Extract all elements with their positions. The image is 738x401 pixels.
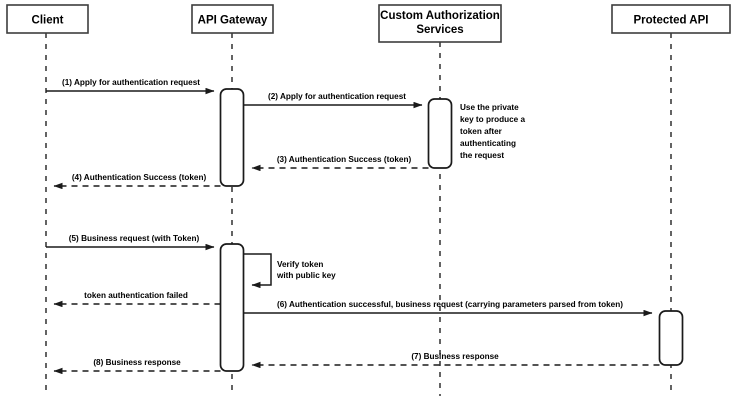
- participant-label-protected-api: Protected API: [634, 15, 709, 27]
- message-3-label: (3) Authentication Success (token): [277, 155, 412, 164]
- message-1[interactable]: (1) Apply for authentication request: [46, 78, 215, 95]
- message-5-label: (5) Business request (with Token): [69, 234, 200, 243]
- participant-box-api-gateway[interactable]: [191, 4, 274, 34]
- message-self-verify-token[interactable]: Verify token with public key: [243, 253, 337, 289]
- participant-client[interactable]: Client: [6, 4, 89, 34]
- message-token-authentication-failed-label: token authentication failed: [84, 291, 188, 300]
- private-key-note-line-3: token after: [460, 127, 503, 136]
- participant-box-custom-authorization-services[interactable]: [378, 4, 502, 43]
- participant-label-api-gateway: API Gateway: [198, 15, 268, 27]
- private-key-note-line-1: Use the private: [460, 103, 519, 112]
- activation-bar-api-gateway-business: [219, 243, 245, 372]
- message-4-label: (4) Authentication Success (token): [72, 173, 207, 182]
- message-4[interactable]: (4) Authentication Success (token): [53, 173, 221, 190]
- message-5[interactable]: (5) Business request (with Token): [46, 234, 215, 251]
- private-key-note: Use the private key to produce a token a…: [460, 103, 526, 160]
- activation-bar-custom-authorization-services: [427, 98, 453, 169]
- message-self-verify-token-arrow: [243, 253, 272, 289]
- message-token-authentication-failed[interactable]: token authentication failed: [53, 291, 221, 308]
- participant-label-custom-authorization-services-line1: Custom Authorization: [380, 10, 500, 22]
- lifelines-group: [45, 33, 672, 396]
- participant-box-client[interactable]: [6, 4, 89, 34]
- activation-bar-protected-api: [658, 310, 684, 366]
- participant-protected-api[interactable]: Protected API: [611, 4, 731, 34]
- message-7-label: (7) Business response: [411, 352, 499, 361]
- message-6-label: (6) Authentication successful, business …: [277, 300, 623, 309]
- participant-label-client: Client: [32, 15, 64, 27]
- message-8[interactable]: (8) Business response: [53, 358, 221, 375]
- participant-box-protected-api[interactable]: [611, 4, 731, 34]
- private-key-note-line-5: the request: [460, 151, 504, 160]
- private-key-note-line-4: authenticating: [460, 139, 516, 148]
- activation-bars-group: [219, 88, 684, 372]
- message-1-label: (1) Apply for authentication request: [62, 78, 200, 87]
- message-6[interactable]: (6) Authentication successful, business …: [243, 300, 653, 317]
- message-3[interactable]: (3) Authentication Success (token): [251, 155, 429, 172]
- private-key-note-line-2: key to produce a: [460, 115, 526, 124]
- message-self-verify-token-label-line1: Verify token: [277, 260, 323, 269]
- message-self-verify-token-label-line2: with public key: [276, 271, 336, 280]
- participant-custom-authorization-services[interactable]: Custom Authorization Services: [378, 4, 502, 43]
- message-7[interactable]: (7) Business response: [251, 352, 660, 369]
- message-2-label: (2) Apply for authentication request: [268, 92, 406, 101]
- activation-bar-api-gateway-auth: [219, 88, 245, 187]
- participant-api-gateway[interactable]: API Gateway: [191, 4, 274, 34]
- message-8-label: (8) Business response: [93, 358, 181, 367]
- participant-label-custom-authorization-services-line2: Services: [416, 24, 463, 36]
- message-2[interactable]: (2) Apply for authentication request: [243, 92, 423, 109]
